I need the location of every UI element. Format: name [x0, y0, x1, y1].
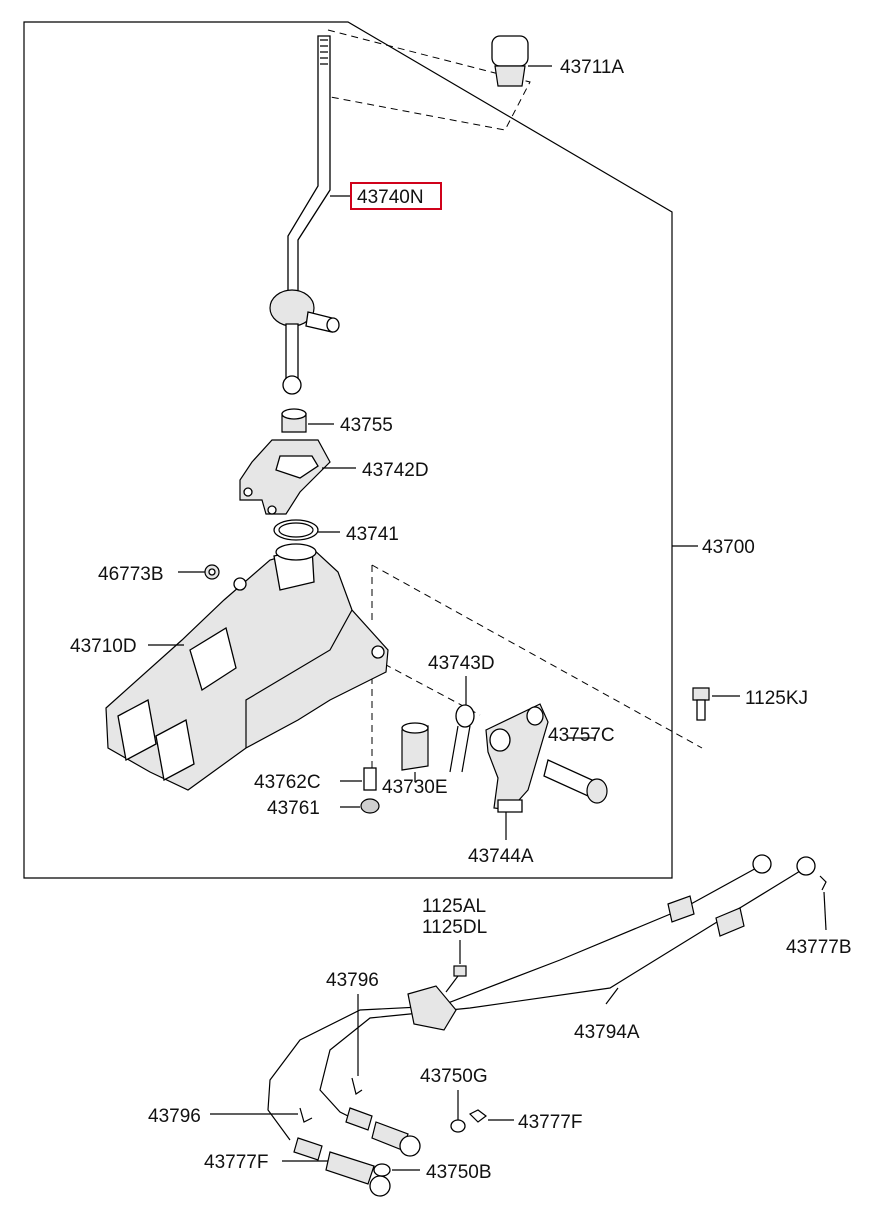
assembly-frame — [23, 21, 673, 879]
washer-part — [178, 564, 220, 580]
knob-part — [491, 35, 552, 87]
cable-assembly-part — [267, 854, 816, 1197]
shift-lever-part — [269, 35, 350, 395]
cable-bolt-part — [445, 940, 467, 993]
label-43757C[interactable]: 43757C — [548, 725, 615, 746]
cap-part — [340, 798, 380, 814]
guide-line-bolt — [371, 564, 703, 749]
label-43744A[interactable]: 43744A — [468, 846, 534, 867]
highlight-box — [350, 182, 442, 210]
label-43750G[interactable]: 43750G — [420, 1066, 488, 1087]
sleeve-part — [340, 767, 377, 791]
label-43777F-left[interactable]: 43777F — [204, 1152, 268, 1173]
label-43743D[interactable]: 43743D — [428, 653, 495, 674]
label-43750B[interactable]: 43750B — [426, 1162, 492, 1183]
label-43740N[interactable]: 43740N — [357, 187, 424, 208]
spacer-part — [401, 722, 429, 782]
label-43796-left[interactable]: 43796 — [148, 1106, 201, 1127]
label-43742D[interactable]: 43742D — [362, 460, 429, 481]
bushing-part — [281, 408, 334, 433]
guide-plate-part — [239, 439, 356, 515]
pin-part — [543, 737, 608, 804]
label-43711A[interactable]: 43711A — [560, 57, 624, 78]
label-1125DL[interactable]: 1125DL — [422, 917, 487, 938]
shifter-housing-part — [105, 543, 389, 791]
select-lever-part — [485, 703, 549, 840]
label-46773B[interactable]: 46773B — [98, 564, 164, 585]
clip-parts — [210, 545, 827, 1177]
bolt-part — [692, 687, 740, 721]
ring-part — [273, 519, 340, 541]
label-43762C[interactable]: 43762C — [254, 772, 321, 793]
label-43700[interactable]: 43700 — [702, 537, 755, 558]
label-43755[interactable]: 43755 — [340, 415, 393, 436]
label-43741[interactable]: 43741 — [346, 524, 399, 545]
label-43777F-right[interactable]: 43777F — [518, 1112, 582, 1133]
label-43730E[interactable]: 43730E — [382, 777, 448, 798]
label-1125KJ[interactable]: 1125KJ — [745, 688, 808, 709]
label-1125AL[interactable]: 1125AL — [422, 896, 486, 917]
label-43796-top[interactable]: 43796 — [326, 970, 379, 991]
spring-part — [449, 676, 475, 773]
label-43761[interactable]: 43761 — [267, 798, 320, 819]
label-43777B[interactable]: 43777B — [786, 937, 852, 958]
label-43710D[interactable]: 43710D — [70, 636, 137, 657]
label-43794A[interactable]: 43794A — [574, 1022, 640, 1043]
